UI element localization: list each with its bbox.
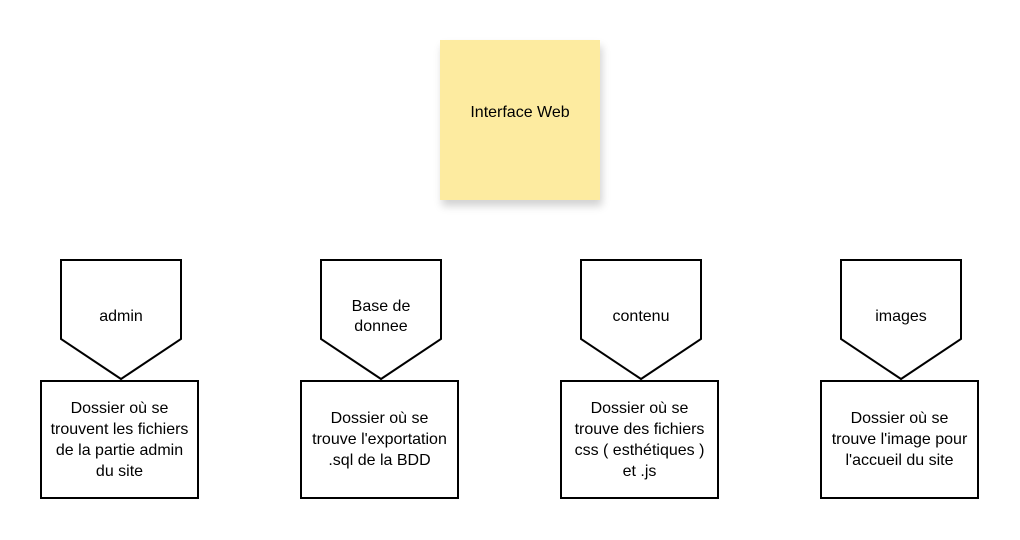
folder-shape-contenu: contenu <box>580 259 702 381</box>
offpage-connector-shape <box>60 259 182 381</box>
folder-description-images: Dossier où se trouve l'image pour l'accu… <box>820 380 979 499</box>
folder-label: Base de donnee <box>351 298 411 335</box>
folder-description-database: Dossier où se trouve l'exportation .sql … <box>300 380 459 499</box>
offpage-connector-shape <box>580 259 702 381</box>
root-label: Interface Web <box>470 104 570 121</box>
folder-shape-images: images <box>840 259 962 381</box>
folder-label: images <box>875 308 927 325</box>
offpage-connector-shape <box>320 259 442 381</box>
folder-shape-database: Base de donnee <box>320 259 442 381</box>
folder-label: contenu <box>612 308 670 325</box>
root-sticky-note: Interface Web <box>440 40 600 200</box>
folder-description-admin: Dossier où se trouvent les fichiers de l… <box>40 380 199 499</box>
folder-shape-admin: admin <box>60 259 182 381</box>
folder-label: admin <box>99 308 143 325</box>
folder-description-contenu: Dossier où se trouve des fichiers css ( … <box>560 380 719 499</box>
offpage-connector-shape <box>840 259 962 381</box>
